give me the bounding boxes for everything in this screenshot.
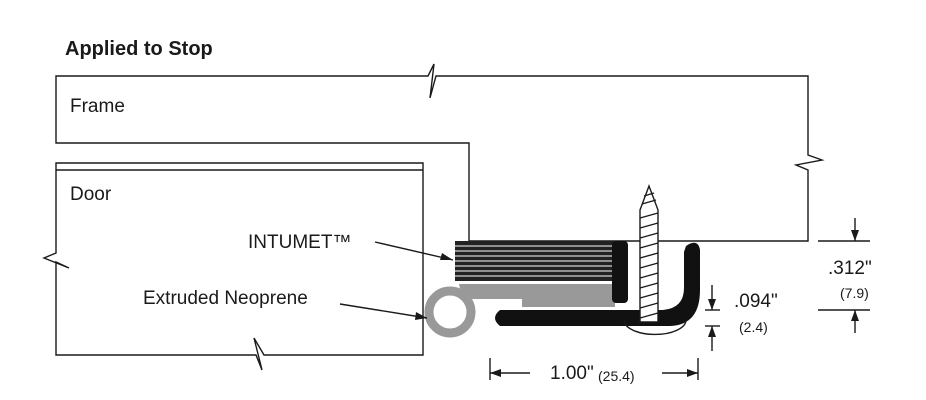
dim-stop-height: [818, 218, 870, 333]
stop-height-metric: (7.9): [840, 285, 869, 301]
stop-height-dim: .312": [828, 258, 872, 279]
leader-intumet: [374, 241, 454, 261]
frame-outline: [55, 63, 825, 242]
intumet-label: INTUMET™: [248, 232, 351, 253]
door-outline: [42, 162, 424, 371]
width-metric: (25.4): [598, 368, 635, 384]
neoprene-label: Extruded Neoprene: [143, 288, 308, 309]
seal-thickness-metric: (2.4): [739, 319, 768, 335]
leader-neoprene: [339, 303, 428, 320]
j-channel: [495, 241, 700, 326]
seal-thickness-dim: .094": [734, 291, 778, 312]
intumet-strip: [455, 241, 615, 281]
width-dim: 1.00": [550, 363, 594, 384]
neoprene-seal: [424, 284, 615, 338]
door-label: Door: [70, 184, 112, 205]
screw: [623, 184, 687, 336]
frame-label: Frame: [70, 96, 125, 117]
dim-seal-thickness: [705, 285, 720, 351]
dim-width: [489, 358, 699, 380]
diagram-title: Applied to Stop: [65, 38, 213, 60]
